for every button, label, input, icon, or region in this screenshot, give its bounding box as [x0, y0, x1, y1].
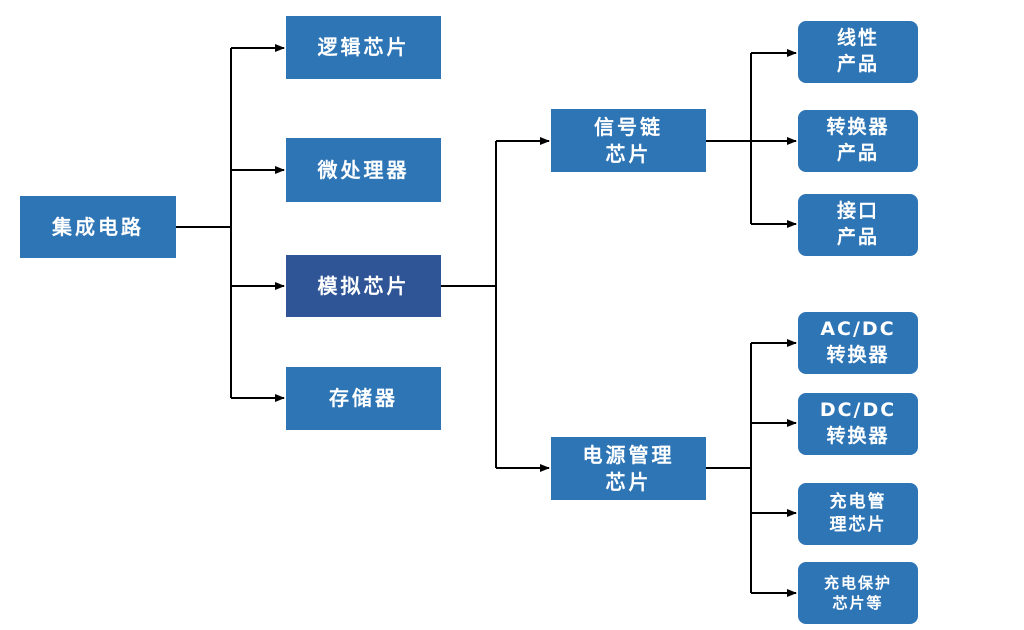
node-interface-products: 接口 产品: [798, 194, 918, 256]
signal-chain-line2: 芯片: [605, 141, 652, 166]
converter-products-line1: 转换器: [826, 116, 890, 139]
microprocessor-label: 微处理器: [317, 157, 410, 182]
interface-products-line1: 接口: [836, 200, 879, 223]
charge-management-line1: 充电管: [829, 492, 887, 513]
dcdc-converter-line2: 转换器: [826, 425, 890, 447]
acdc-converter-line1: AC/DC: [820, 318, 896, 341]
charge-protection-line2: 芯片等: [832, 594, 884, 612]
node-signal-chain-chip: 信号链 芯片: [551, 109, 706, 172]
analog-chip-label: 模拟芯片: [317, 273, 410, 298]
logic-chip-label: 逻辑芯片: [317, 35, 410, 59]
node-dcdc-converter: DC/DC 转换器: [798, 393, 918, 455]
root-node: 集成电路: [20, 196, 176, 258]
memory-label: 存储器: [329, 386, 398, 410]
acdc-converter-line2: 转换器: [826, 344, 890, 366]
interface-products-line2: 产品: [836, 226, 879, 248]
linear-products-line1: 线性: [836, 27, 879, 50]
dcdc-converter-line1: DC/DC: [819, 399, 897, 422]
node-converter-products: 转换器 产品: [798, 110, 918, 172]
signal-chain-line1: 信号链: [594, 114, 663, 139]
power-management-line1: 电源管理: [582, 442, 675, 467]
node-acdc-converter: AC/DC 转换器: [798, 312, 918, 374]
node-memory: 存储器: [286, 367, 441, 430]
power-management-line2: 芯片: [605, 469, 652, 494]
node-logic-chip: 逻辑芯片: [286, 16, 441, 79]
node-analog-chip: 模拟芯片: [286, 255, 441, 317]
node-microprocessor: 微处理器: [286, 138, 441, 202]
converter-products-line2: 产品: [836, 142, 879, 164]
charge-protection-line1: 充电保护: [823, 573, 892, 592]
node-linear-products: 线性 产品: [798, 21, 918, 83]
root-label: 集成电路: [52, 214, 144, 239]
node-charge-management-chip: 充电管 理芯片: [798, 483, 918, 545]
node-power-management-chip: 电源管理 芯片: [551, 437, 706, 500]
charge-management-line2: 理芯片: [829, 515, 887, 535]
linear-products-line2: 产品: [836, 53, 879, 75]
node-charge-protection-chip: 充电保护 芯片等: [798, 562, 918, 624]
